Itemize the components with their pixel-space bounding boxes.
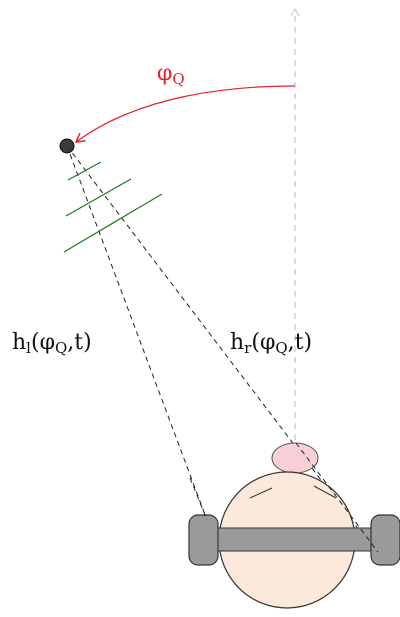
hrtf-left-label: hl(φQ,t): [12, 330, 92, 357]
eye-right: [313, 485, 337, 499]
angle-label: φQ: [157, 61, 185, 88]
wavefront-1: [67, 161, 102, 181]
headphones: [188, 514, 400, 566]
path-right-ear: [66, 145, 379, 556]
hrtf-right-label: hr(φQ,t): [230, 330, 312, 357]
sound-source: [59, 138, 75, 154]
listener-head: [218, 442, 356, 609]
angle-arc: [74, 85, 296, 143]
earcup-left: [188, 514, 219, 566]
earcup-right: [370, 514, 400, 566]
wavefront-3: [63, 193, 163, 253]
path-left-ear-over-head: [189, 477, 208, 521]
wavefront-2: [65, 178, 132, 217]
eye-left: [249, 487, 273, 499]
headphone-band: [210, 527, 377, 552]
path-right-ear-over-head: [295, 442, 379, 553]
wavefronts: [63, 161, 163, 253]
nose: [271, 442, 319, 474]
path-left-ear: [66, 145, 208, 521]
reference-axis-arrowhead: [290, 7, 300, 17]
